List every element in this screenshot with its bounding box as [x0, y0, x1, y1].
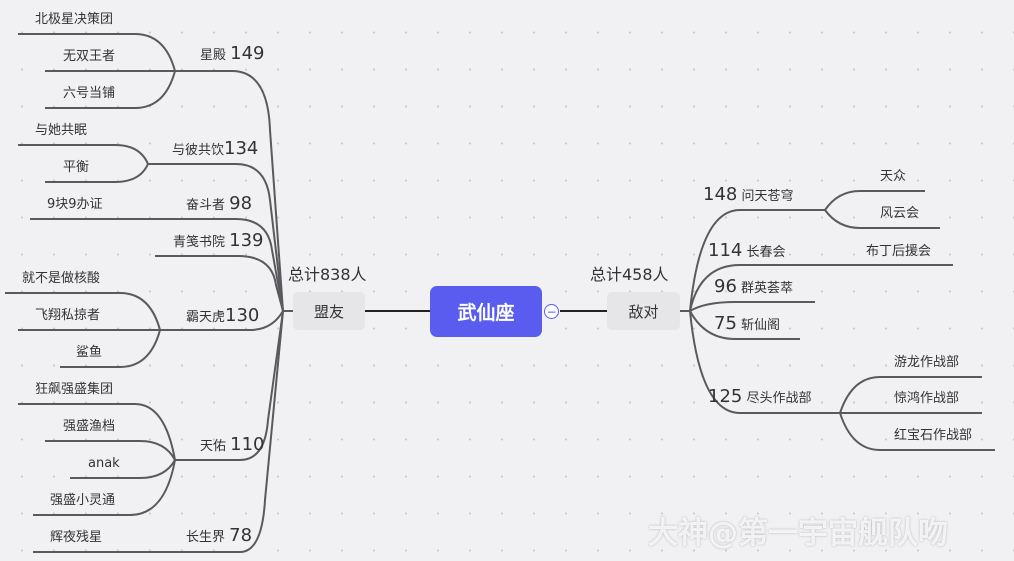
enemy-group-zhanxiange[interactable]: 75 斩仙阁 — [714, 313, 781, 334]
group-name: 尽头作战部 — [746, 391, 812, 406]
enemy-child[interactable]: 布丁后援会 — [866, 244, 932, 259]
group-name: 群英荟萃 — [741, 281, 794, 296]
group-count: 114 — [708, 240, 743, 261]
enemy-child[interactable]: 游龙作战部 — [894, 355, 960, 370]
watermark: 大神@第一宇宙舰队吻 — [648, 516, 948, 551]
ally-child[interactable]: 平衡 — [63, 160, 90, 175]
ally-child[interactable]: 狂飙强盛集团 — [35, 382, 114, 397]
group-name: 霸天虎 — [186, 310, 226, 325]
branch-line — [30, 218, 284, 312]
allies-node[interactable]: 盟友 — [293, 292, 365, 330]
branch-line — [175, 310, 284, 461]
group-count: 75 — [714, 313, 737, 334]
branch-line — [172, 163, 284, 312]
group-count: 130 — [225, 305, 260, 326]
group-name: 天佑 — [200, 439, 227, 454]
branch-line — [175, 70, 284, 312]
group-name: 长生界 — [186, 530, 226, 545]
group-count: 96 — [714, 276, 737, 297]
ally-group-fendouzhe[interactable]: 奋斗者 98 — [186, 193, 253, 214]
enemy-child[interactable]: 红宝石作战部 — [894, 428, 973, 443]
enemy-group-qunyinghuicui[interactable]: 96 群英荟萃 — [714, 276, 794, 297]
ally-child[interactable]: 就不是做核酸 — [22, 271, 101, 286]
group-count: 139 — [229, 230, 264, 251]
group-count: 78 — [229, 525, 253, 546]
root-node[interactable]: 武仙座 — [430, 286, 542, 337]
ally-group-changshengjie[interactable]: 长生界 78 — [186, 525, 253, 546]
ally-child[interactable]: anak — [88, 456, 120, 471]
collapse-icon[interactable]: − — [544, 304, 559, 319]
ally-child[interactable]: 飞翔私掠者 — [35, 308, 101, 323]
group-name: 与彼共饮 — [172, 143, 225, 158]
enemies-node[interactable]: 敌对 — [607, 292, 680, 330]
ally-group-xingdian[interactable]: 星殿 149 — [200, 43, 265, 64]
ally-group-tianyou[interactable]: 天佑 110 — [200, 434, 265, 455]
group-name: 青笺书院 — [173, 235, 226, 250]
ally-group-yubigongyin[interactable]: 与彼共饮134 — [172, 138, 259, 159]
branch-line — [155, 255, 284, 312]
group-name: 星殿 — [200, 48, 227, 63]
ally-child[interactable]: 鲨鱼 — [76, 345, 103, 360]
enemy-group-changchunhui[interactable]: 114 长春会 — [708, 240, 786, 261]
enemy-child[interactable]: 天众 — [880, 169, 907, 184]
ally-group-qingjianshuyuan[interactable]: 青笺书院 139 — [173, 230, 264, 251]
ally-group-batianhu[interactable]: 霸天虎130 — [186, 305, 260, 326]
group-count: 134 — [224, 138, 259, 159]
enemy-group-wentiancangqiong[interactable]: 148 问天苍穹 — [703, 184, 794, 205]
branch-line — [160, 310, 284, 331]
ally-child[interactable]: 无双王者 — [63, 49, 116, 64]
group-name: 奋斗者 — [186, 198, 226, 213]
enemies-total: 总计458人 — [590, 265, 669, 284]
group-count: 98 — [229, 193, 253, 214]
branch-line — [33, 310, 284, 553]
enemy-child[interactable]: 风云会 — [880, 206, 920, 221]
group-name: 斩仙阁 — [741, 318, 781, 333]
ally-child[interactable]: 强盛渔档 — [63, 419, 116, 434]
group-count: 125 — [708, 386, 743, 407]
group-count: 149 — [230, 43, 265, 64]
group-name: 问天苍穹 — [741, 189, 794, 204]
ally-child[interactable]: 六号当铺 — [63, 86, 116, 101]
allies-total: 总计838人 — [288, 265, 367, 284]
ally-child[interactable]: 与她共眠 — [35, 123, 88, 138]
ally-child[interactable]: 北极星决策团 — [35, 12, 114, 27]
group-count: 110 — [230, 434, 265, 455]
group-name: 长春会 — [746, 245, 786, 260]
ally-child[interactable]: 辉夜残星 — [50, 530, 103, 545]
enemy-group-jintouzuozhanbu[interactable]: 125 尽头作战部 — [708, 386, 812, 407]
group-count: 148 — [703, 184, 738, 205]
ally-child[interactable]: 强盛小灵通 — [50, 493, 116, 508]
enemy-child[interactable]: 惊鸿作战部 — [894, 391, 960, 406]
ally-child[interactable]: 9块9办证 — [47, 197, 103, 212]
